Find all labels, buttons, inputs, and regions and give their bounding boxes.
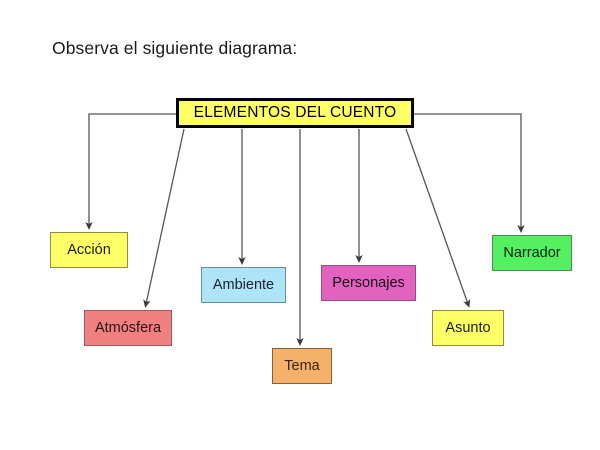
node-label: Personajes xyxy=(332,274,405,291)
node-label: Narrador xyxy=(503,244,561,261)
node-accion[interactable]: Acción xyxy=(50,232,128,268)
node-atmosfera[interactable]: Atmósfera xyxy=(84,310,172,346)
node-personajes[interactable]: Personajes xyxy=(321,265,416,301)
node-narrador[interactable]: Narrador xyxy=(492,235,572,271)
node-elementos-del-cuento[interactable]: ELEMENTOS DEL CUENTO xyxy=(176,98,414,128)
node-label: Asunto xyxy=(445,319,491,336)
connector-root-to-asunto xyxy=(405,128,471,308)
node-label: Acción xyxy=(67,241,111,258)
node-label: ELEMENTOS DEL CUENTO xyxy=(193,104,397,122)
node-asunto[interactable]: Asunto xyxy=(432,310,504,346)
connector-root-to-atmosfera xyxy=(143,128,185,308)
node-label: Atmósfera xyxy=(94,319,162,336)
connector-root-to-accion xyxy=(85,113,176,230)
node-tema[interactable]: Tema xyxy=(272,348,332,384)
connector-root-to-narrador xyxy=(414,113,525,233)
node-label: Ambiente xyxy=(212,276,275,293)
node-ambiente[interactable]: Ambiente xyxy=(201,267,286,303)
node-label: Tema xyxy=(284,357,320,374)
page-title: Observa el siguiente diagrama: xyxy=(52,38,298,58)
